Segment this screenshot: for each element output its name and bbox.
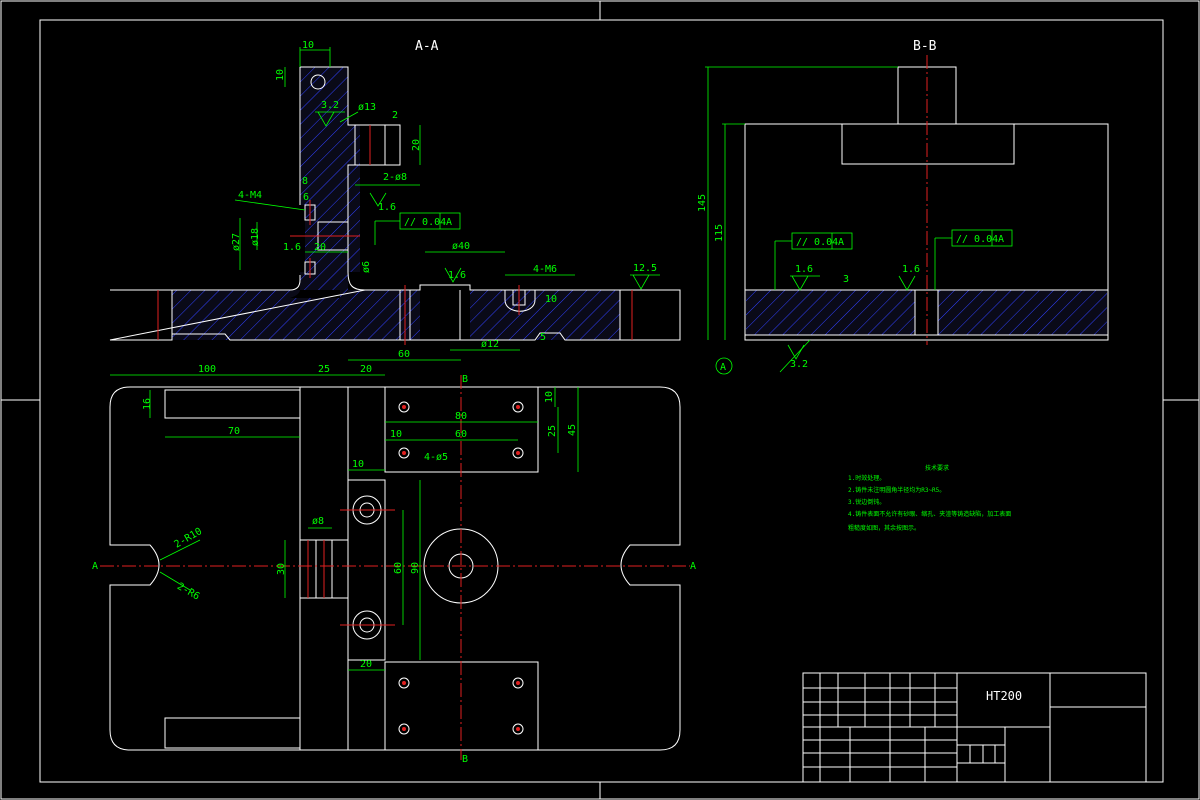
rough-1-6-bore: 1.6: [283, 242, 301, 253]
dim-dia8: ø8: [312, 516, 324, 527]
rough-1-6-aa-top: 1.6: [378, 202, 396, 213]
dim-90: 90: [410, 562, 421, 574]
dim-dia12: ø12: [481, 339, 499, 350]
dim-20-bottom: 20: [360, 659, 372, 670]
technical-notes: 技术要求 1.时效处理。 2.铸件未注明圆角半径均为R3~R5。 3.锐边倒钝。…: [848, 464, 1011, 532]
dim-10-left: 10: [352, 459, 364, 470]
note-line-2: 2.铸件未注明圆角半径均为R3~R5。: [848, 486, 945, 494]
dim-2-dia8: 2-ø8: [383, 172, 407, 183]
tolerance-bb-right: // 0.04: [956, 234, 998, 245]
tolerance-datum-aa: A: [446, 217, 452, 228]
dim-60-vertical: 60: [393, 562, 404, 574]
section-aa-title: A-A: [415, 39, 439, 54]
dim-2-r10: 2-R10: [173, 526, 205, 551]
dim-dia40: ø40: [452, 241, 470, 252]
rough-3-2-aa: 3.2: [321, 100, 339, 111]
dim-10-mid: 10: [390, 429, 402, 440]
dim-20-vertical: 20: [411, 139, 422, 151]
dim-3: 3: [843, 274, 849, 285]
dim-dia6: ø6: [361, 261, 372, 273]
dim-20-horizontal: 20: [314, 242, 326, 253]
dim-dia18: ø18: [250, 228, 261, 246]
rough-12-5: 12.5: [633, 263, 657, 274]
dim-25: 25: [318, 364, 330, 375]
tolerance-bb-right-datum: A: [998, 234, 1004, 245]
dim-dia13: ø13: [358, 102, 376, 113]
title-block: HT200: [802, 672, 1147, 783]
datum-a: A: [720, 362, 726, 373]
section-aa-view: [109, 66, 681, 345]
dim-6: 6: [303, 192, 309, 203]
notes-heading: 技术要求: [925, 464, 949, 472]
material-label: HT200: [986, 689, 1022, 703]
dim-100: 100: [198, 364, 216, 375]
note-line-3: 3.锐边倒钝。: [848, 498, 885, 506]
dim-25-vertical: 25: [547, 425, 558, 437]
section-bb-dimensions: 145 115 // 0.04 A // 0.04 A 1.6 3 1.6 A …: [697, 66, 1013, 375]
dim-115: 115: [714, 224, 725, 242]
section-bb-title: B-B: [913, 39, 937, 54]
dim-60-top: 60: [398, 349, 410, 360]
rough-bb-left: 1.6: [795, 264, 813, 275]
rough-bb-right: 1.6: [902, 264, 920, 275]
dim-2-r6: 2-R6: [175, 581, 201, 603]
tolerance-parallel-aa: // 0.04: [404, 217, 446, 228]
rough-1-6-aa-base: 1.6: [448, 270, 466, 281]
dim-10-right: 10: [544, 391, 555, 403]
note-line-1: 1.时效处理。: [848, 474, 885, 482]
note-line-4: 4.铸件表面不允许有砂眼、缩孔、夹渣等铸造缺陷，加工表面: [848, 510, 1011, 518]
section-aa-dimensions: 10 10 3.2 ø13 2 20 2-ø8 1.6 8 6 4-M4 // …: [231, 40, 660, 351]
dim-30: 30: [276, 563, 287, 575]
dim-2: 2: [392, 110, 398, 121]
mark-b-top: B: [462, 374, 468, 385]
dim-4-m4: 4-M4: [238, 190, 262, 201]
plan-dimensions: 100 25 20 60 B 16 70 80 10 25 45 10 60 4…: [92, 349, 696, 765]
dim-70: 70: [228, 426, 240, 437]
dim-20-top: 20: [360, 364, 372, 375]
dim-16: 16: [142, 398, 153, 410]
dim-5: 5: [540, 332, 546, 343]
dim-80: 80: [455, 411, 467, 422]
dim-60-mid: 60: [455, 429, 467, 440]
note-line-5: 粗糙度如图，其余按图示。: [848, 524, 920, 532]
dim-4-dia5: 4-ø5: [424, 452, 448, 463]
section-bb-view: [744, 55, 1109, 345]
dim-10-left: 10: [275, 69, 286, 81]
dim-145: 145: [697, 194, 708, 212]
rough-bb-bottom: 3.2: [790, 359, 808, 370]
mark-b-bottom: B: [462, 754, 468, 765]
dim-10-top: 10: [302, 40, 314, 51]
mark-a-left: A: [92, 561, 98, 572]
dim-10-base: 10: [545, 294, 557, 305]
dim-4-m6: 4-M6: [533, 264, 557, 275]
tolerance-bb-left: // 0.04: [796, 237, 838, 248]
dim-dia27: ø27: [231, 233, 242, 251]
tolerance-bb-left-datum: A: [838, 237, 844, 248]
mark-a-right: A: [690, 561, 696, 572]
dim-45: 45: [567, 424, 578, 436]
plan-view: [100, 375, 690, 760]
dim-8: 8: [302, 176, 308, 187]
